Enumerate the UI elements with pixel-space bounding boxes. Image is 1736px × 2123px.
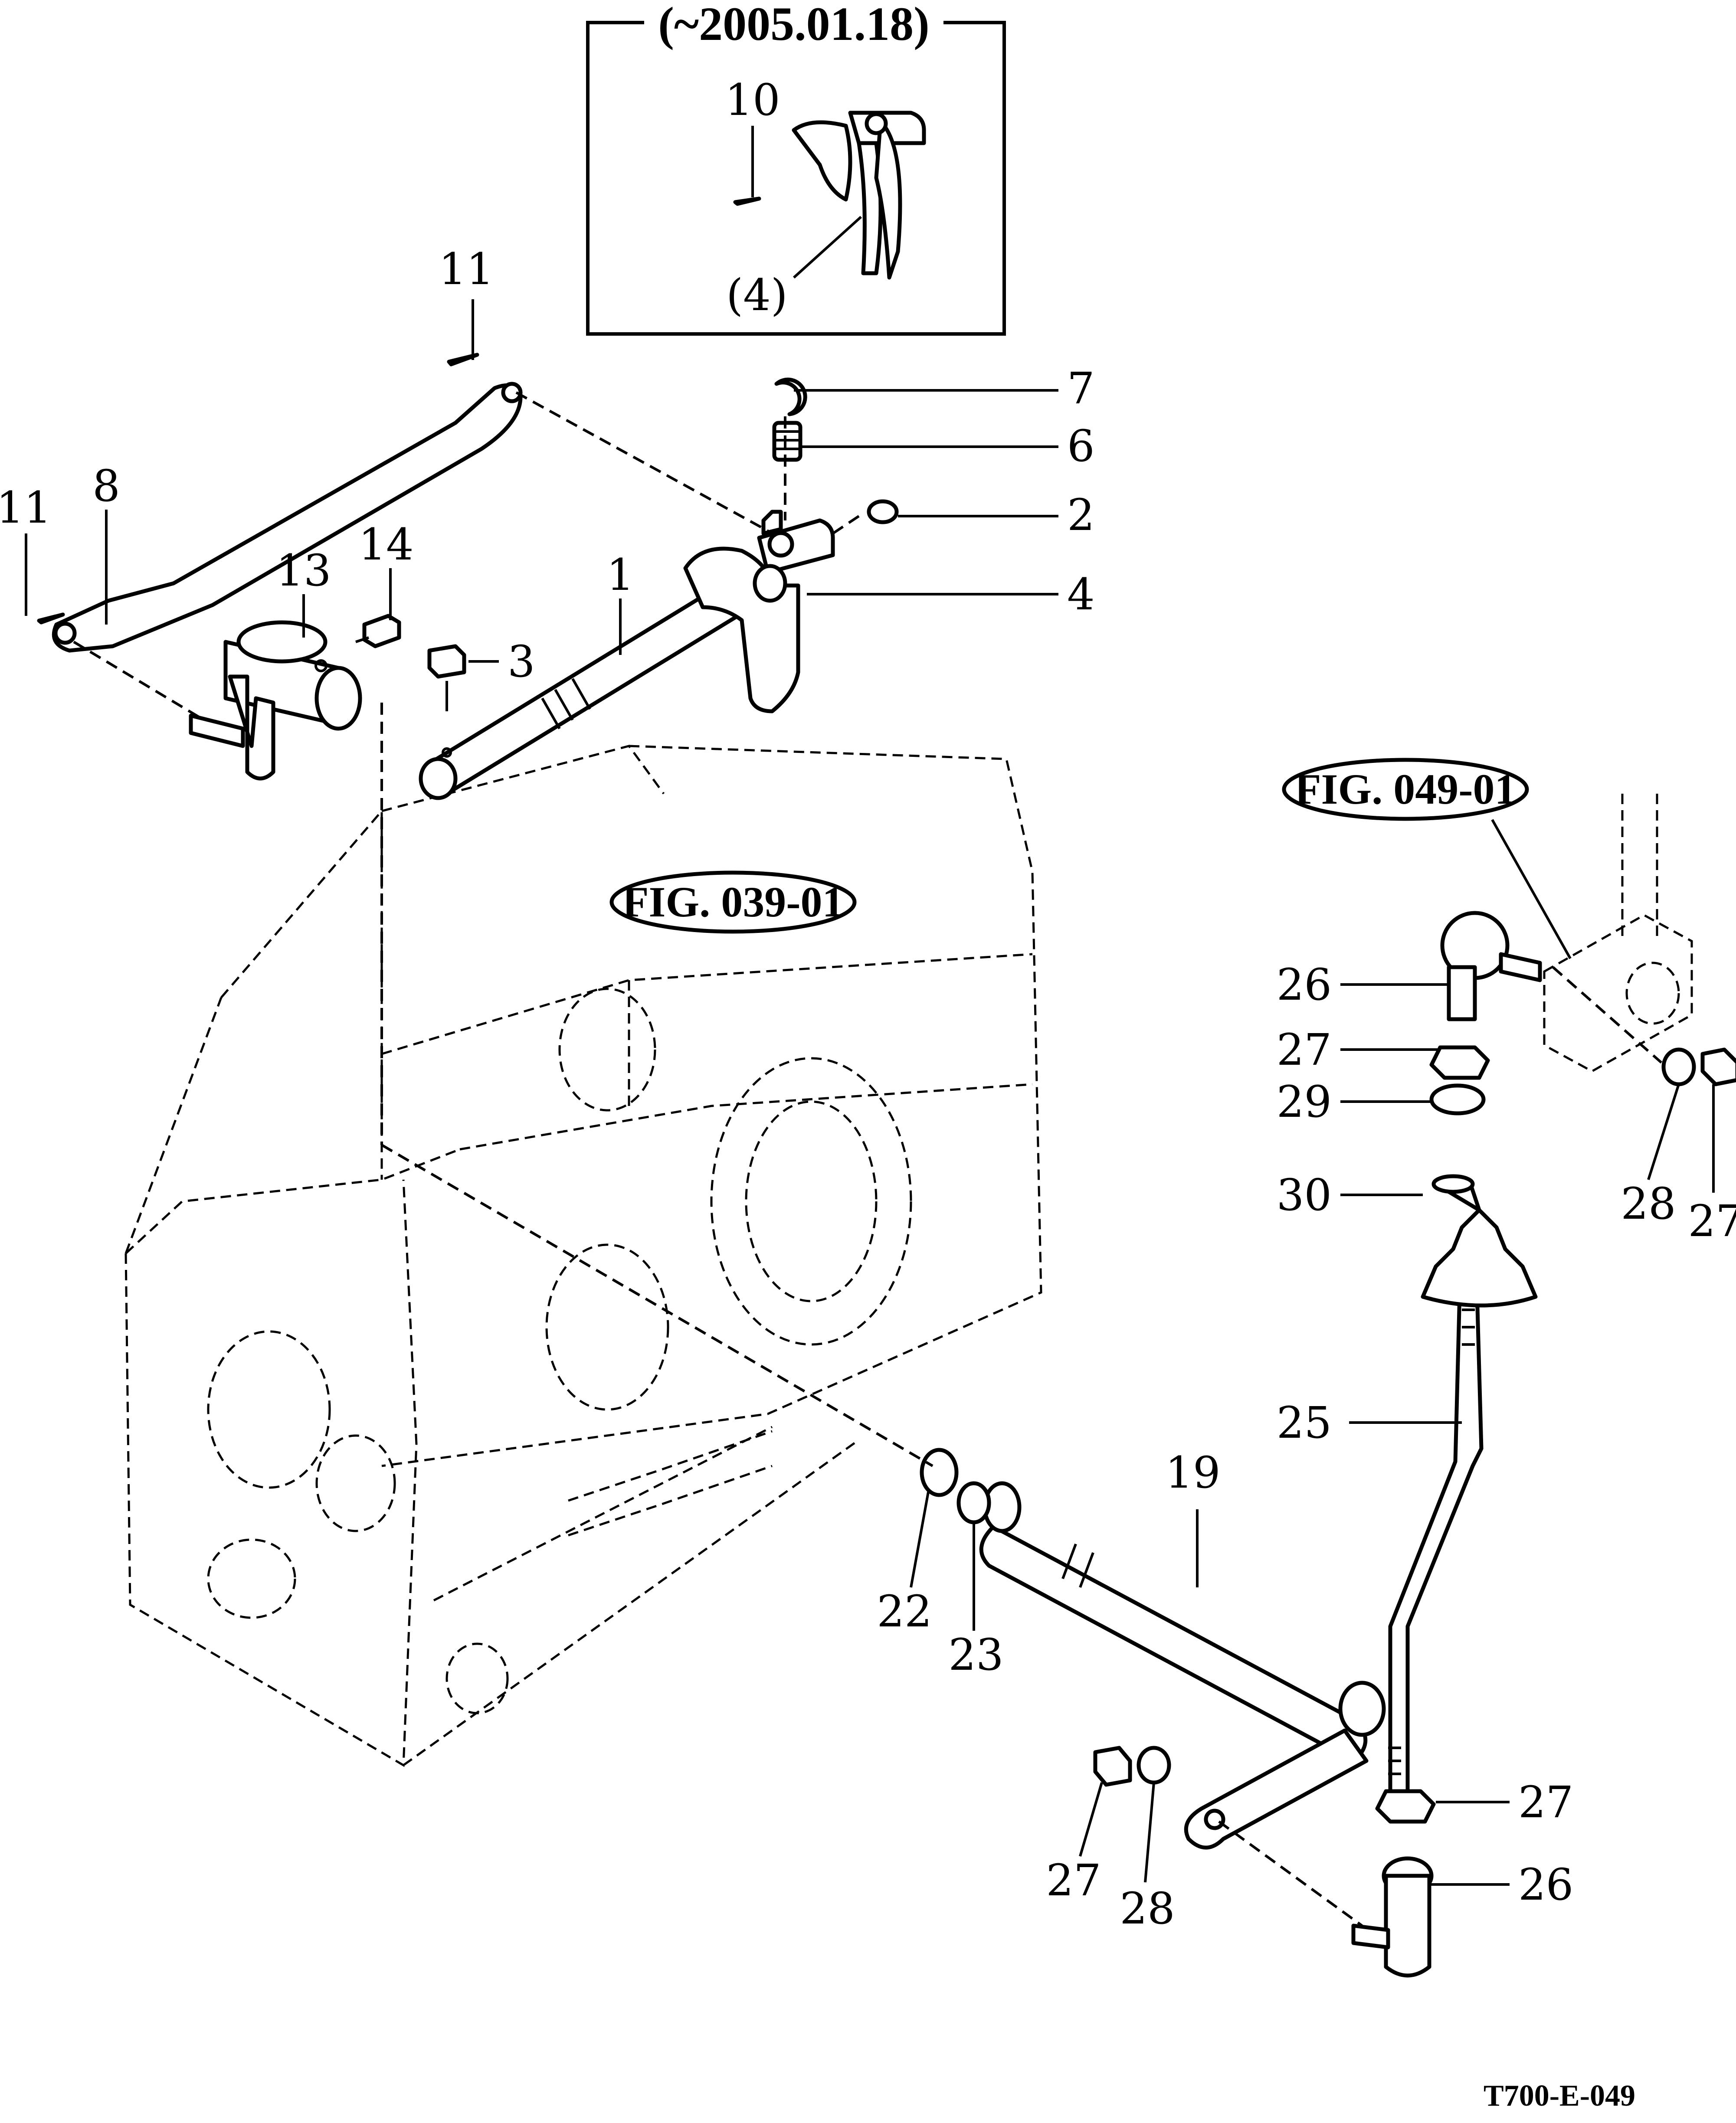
rubber-boot-30 xyxy=(1421,1174,1538,1308)
washer-28-upper xyxy=(1661,1047,1696,1086)
steel-ball-7 xyxy=(774,377,807,416)
inset-shift-fork-drawing xyxy=(792,111,926,280)
callout-11-left: 11 xyxy=(0,482,52,533)
ball-joint-26-lower xyxy=(1351,1856,1434,1978)
fig-039-01-label: FIG. 039-01 xyxy=(609,870,857,934)
callout-11-top: 11 xyxy=(439,244,494,294)
callout-27-lower-left: 27 xyxy=(1046,1855,1101,1906)
inset-pin-10 xyxy=(733,196,761,206)
o-ring-22 xyxy=(920,1448,959,1497)
nut-27-lower-left xyxy=(1093,1746,1132,1787)
callout-26-upper: 26 xyxy=(1277,959,1332,1010)
bolt-3 xyxy=(427,644,466,711)
shift-fork xyxy=(683,510,835,713)
snap-ring-23 xyxy=(956,1481,991,1524)
callout-25: 25 xyxy=(1277,1397,1332,1448)
fig-049-01-label: FIG. 049-01 xyxy=(1282,758,1572,959)
shift-shaft xyxy=(979,1481,1386,1850)
split-pin-11-top xyxy=(447,353,479,366)
callout-27-lower: 27 xyxy=(1518,1777,1573,1828)
callout-2: 2 xyxy=(1067,490,1095,540)
linkage-bracket xyxy=(1543,794,1693,1073)
leader-lines xyxy=(25,299,1715,1886)
callout-4-ref: (4) xyxy=(726,270,788,321)
o-ring-2 xyxy=(867,499,899,524)
callout-27-upper: 27 xyxy=(1277,1024,1332,1075)
spring-6 xyxy=(772,421,802,462)
callout-6: 6 xyxy=(1067,421,1095,471)
nut-27-upper xyxy=(1429,1045,1490,1080)
callout-28-lower: 28 xyxy=(1120,1883,1175,1934)
bolt-14 xyxy=(355,614,401,648)
callout-1: 1 xyxy=(606,550,634,600)
callout-7: 7 xyxy=(1067,363,1095,414)
callout-29: 29 xyxy=(1277,1076,1332,1127)
svg-text:FIG. 039-01: FIG. 039-01 xyxy=(622,878,844,926)
callout-19: 19 xyxy=(1165,1447,1220,1498)
svg-text:FIG. 049-01: FIG. 049-01 xyxy=(1294,765,1516,813)
transmission-housing-outline xyxy=(124,745,1042,1767)
assembly-dash-lines xyxy=(73,391,1662,1927)
callout-numbers: 7 6 2 4 3 1 11 11 8 13 14 19 22 23 25 26… xyxy=(0,244,1736,1934)
shift-link-rod xyxy=(52,382,523,653)
drawing-code: T700-E-049 xyxy=(1484,2079,1635,2113)
callout-10: 10 xyxy=(725,75,780,125)
nut-27-right xyxy=(1700,1047,1736,1086)
nut-27-lower xyxy=(1375,1789,1436,1824)
callout-23: 23 xyxy=(948,1629,1003,1680)
callout-3: 3 xyxy=(508,636,535,687)
washer-28-lower xyxy=(1137,1746,1171,1785)
inset-title: (~2005.01.18) xyxy=(658,0,929,50)
callout-28-upper: 28 xyxy=(1621,1178,1676,1229)
ball-joint-26-upper xyxy=(1440,911,1542,1021)
inset-box: (~2005.01.18) 10 (4) xyxy=(586,0,1006,336)
callout-26-lower: 26 xyxy=(1518,1859,1573,1910)
callout-30: 30 xyxy=(1277,1170,1332,1220)
inset-leader-4 xyxy=(793,216,862,279)
control-rod xyxy=(1388,1290,1484,1793)
callout-8: 8 xyxy=(92,461,120,511)
split-pin-11-left xyxy=(37,612,65,625)
callout-14: 14 xyxy=(358,519,413,570)
callout-22: 22 xyxy=(877,1586,932,1637)
shift-arm xyxy=(189,620,362,781)
callout-4: 4 xyxy=(1067,569,1095,620)
callout-27-right: 27 xyxy=(1688,1196,1736,1246)
seal-29 xyxy=(1429,1083,1486,1115)
callout-13: 13 xyxy=(276,545,331,596)
